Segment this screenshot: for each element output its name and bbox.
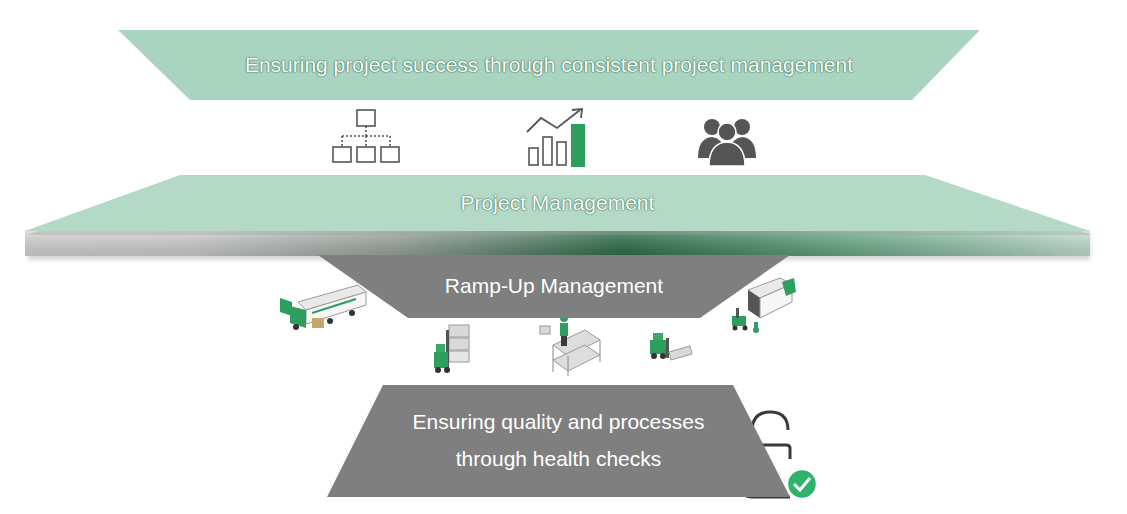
headline-band: Ensuring project success through consist… — [118, 30, 980, 100]
band-fill — [25, 175, 1090, 231]
truck-left — [280, 285, 366, 330]
band-fill — [318, 255, 790, 318]
warehouse-racks — [540, 314, 600, 376]
people-icon — [698, 119, 756, 166]
org-chart-icon — [333, 110, 399, 162]
ramp-up-band: Ramp-Up Management — [318, 255, 790, 318]
forklift-small — [650, 333, 692, 360]
health-check-band: Ensuring quality and processes through h… — [327, 385, 790, 497]
band-fill — [118, 30, 980, 100]
band-outline — [327, 385, 790, 497]
band-fill — [327, 385, 790, 497]
band-label: Ramp-Up Management — [445, 268, 663, 305]
forklift-stack — [434, 325, 469, 373]
band-label: Project Management — [461, 185, 655, 222]
growth-chart-icon — [527, 109, 585, 167]
band-label: Ensuring quality and processes through h… — [404, 404, 714, 478]
project-management-band: Project Management — [25, 175, 1090, 231]
band-label: Ensuring project success through consist… — [245, 47, 853, 84]
